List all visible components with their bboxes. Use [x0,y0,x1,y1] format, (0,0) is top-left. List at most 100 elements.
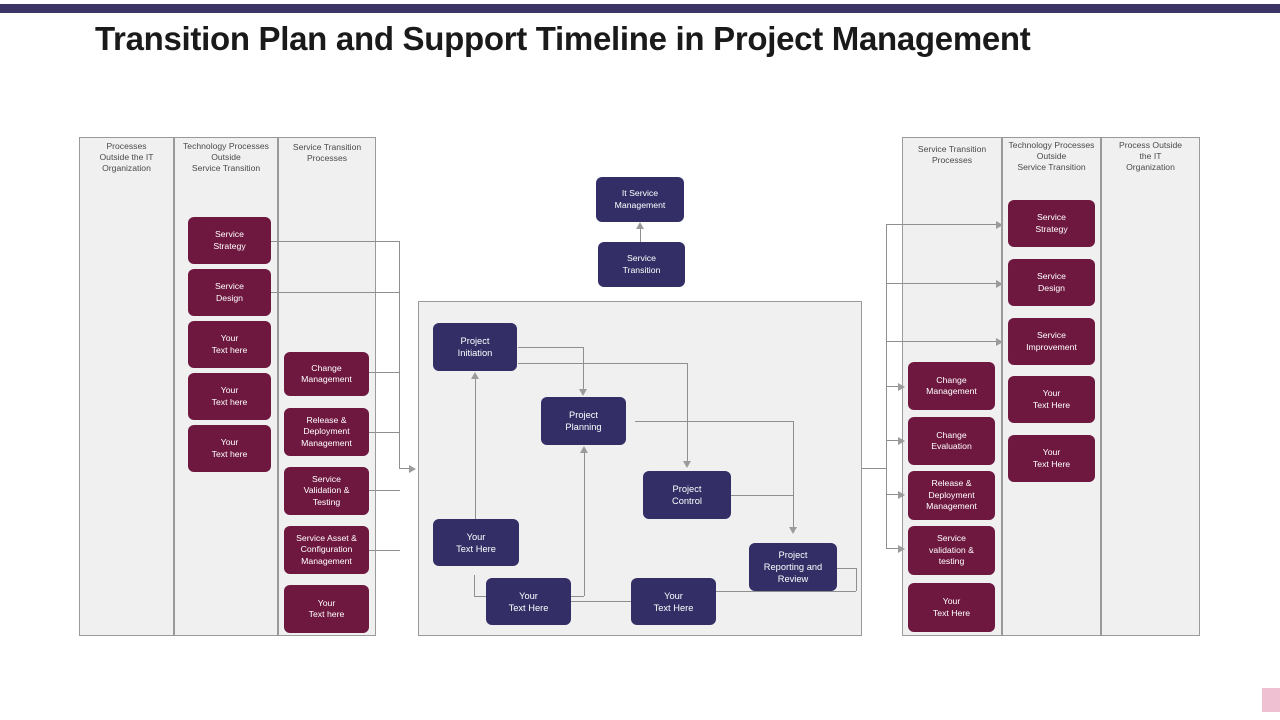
node-line: Change [311,362,342,373]
flow-arrow-icon-planning-bottom [580,446,588,453]
node-line: Management [614,199,666,210]
node-line: Text here [211,448,248,459]
accent-square [1262,688,1280,712]
left-connector-arrow-icon [409,465,416,473]
left-node-service-design[interactable]: Service Design [188,269,271,316]
node-line: Service [1037,212,1066,223]
node-line: Release & [306,414,347,425]
node-line: Management [926,501,977,512]
right-connector-branch [886,341,998,342]
flow-node-your-text-bottom-right[interactable]: Your Text Here [631,578,716,625]
node-line: Deployment [303,426,350,437]
right-node-service-improvement[interactable]: Service Improvement [1008,318,1095,365]
node-line: Configuration [300,544,353,555]
node-line: Deployment [928,489,975,500]
left-connector-branch [368,490,400,491]
node-line: Your [466,531,486,542]
node-line: Text Here [653,602,694,613]
node-line: Service [312,473,341,484]
top-center-arrow-icon [636,222,644,229]
node-line: Text here [211,344,248,355]
node-line: Review [777,574,809,584]
flow-node-project-initiation[interactable]: Project Initiation [433,323,517,371]
flow-edge-initiation-to-control [687,363,688,461]
flow-node-project-control[interactable]: Project Control [643,471,731,519]
right-connector-branch [886,494,900,495]
right-header-technology-processes: Technology Processes Outside Service Tra… [1002,140,1101,173]
node-line: Change [936,374,967,385]
top-node-it-service-management[interactable]: It Service Management [596,177,684,222]
node-line: Service [627,253,656,264]
node-line: Transition [622,264,661,275]
header-line: Organization [102,163,151,173]
node-line: Your [220,385,239,396]
node-line: Improvement [1026,341,1077,352]
left-header-processes-outside-it: Processes Outside the IT Organization [79,141,174,174]
node-line: It Service [621,188,659,199]
right-node-release-deployment-management[interactable]: Release & Deployment Management [908,471,995,520]
flow-node-your-text-bottom-left[interactable]: Your Text Here [486,578,571,625]
flow-arrow-icon-initiation [471,372,479,379]
node-line: Management [926,386,977,396]
left-node-service-validation-testing[interactable]: Service Validation & Testing [284,467,369,515]
left-connector-branch [270,241,400,242]
node-line: Testing [312,496,341,507]
left-node-change-management[interactable]: Change Management [284,352,369,396]
right-node-your-text-2[interactable]: Your Text Here [1008,376,1095,423]
node-line: Design [215,292,244,303]
left-node-service-strategy[interactable]: Service Strategy [188,217,271,264]
left-node-your-text-2[interactable]: Your Text here [188,373,271,420]
node-line: Text Here [508,602,549,613]
right-connector-branch [886,283,998,284]
flow-node-project-reporting-and-review[interactable]: Project Reporting and Review [749,543,837,591]
node-line: Service [215,229,244,240]
right-node-change-management[interactable]: Change Management [908,362,995,410]
header-line: the IT [1139,151,1162,161]
left-node-your-text-1[interactable]: Your Text here [188,321,271,368]
node-line: Your [664,590,683,601]
right-node-your-text-3[interactable]: Your Text Here [1008,435,1095,482]
right-connector-branch [886,386,900,387]
left-connector-branch [270,292,400,293]
header-line: Processes [106,141,147,151]
right-node-change-evaluation[interactable]: Change Evaluation [908,417,995,465]
left-node-service-asset-configuration-management[interactable]: Service Asset & Configuration Management [284,526,369,574]
node-line: Management [301,437,352,448]
right-connector-branch [886,440,900,441]
flow-edge-planning-to-reporting [635,421,793,422]
top-node-service-transition[interactable]: Service Transition [598,242,685,287]
left-node-your-text-3[interactable]: Your Text here [188,425,271,472]
left-node-your-text-4[interactable]: Your Text here [284,585,369,633]
right-node-service-design[interactable]: Service Design [1008,259,1095,306]
node-line: Service [215,281,244,292]
flow-edge-initiation-to-planning [583,347,584,389]
header-line: Service Transition [191,163,261,173]
left-header-service-transition: Service Transition Processes [278,142,376,164]
left-header-technology-processes: Technology Processes Outside Service Tra… [174,141,278,174]
node-line: Text here [211,396,248,407]
right-node-your-text-1[interactable]: Your Text Here [908,583,995,632]
node-line: Text Here [1032,458,1071,469]
node-line: Validation & [303,485,350,496]
flow-node-project-planning[interactable]: Project Planning [541,397,626,445]
header-line: Service Transition [1017,162,1086,172]
node-line: Service [1037,271,1066,282]
node-line: Evaluation [931,441,972,451]
right-header-process-outside-it: Process Outside the IT Organization [1101,140,1200,173]
right-connector-arrow-icon [996,221,1003,229]
flow-edge-bottom-to-planning [584,452,585,596]
node-line: Strategy [213,240,246,251]
header-line: Processes [931,155,973,165]
right-node-service-validation-testing[interactable]: Service validation & testing [908,526,995,575]
flow-node-your-text-left[interactable]: Your Text Here [433,519,519,566]
node-line: Project [569,410,598,420]
node-line: Text Here [456,543,496,554]
node-line: Planning [565,422,602,432]
page-title: Transition Plan and Support Timeline in … [95,20,1031,57]
left-node-release-deployment-management[interactable]: Release & Deployment Management [284,408,369,456]
node-line: testing [938,556,965,567]
right-connector-branch [886,548,900,549]
node-line: Initiation [457,348,493,358]
header-line: Process Outside [1118,140,1183,150]
right-node-service-strategy[interactable]: Service Strategy [1008,200,1095,247]
